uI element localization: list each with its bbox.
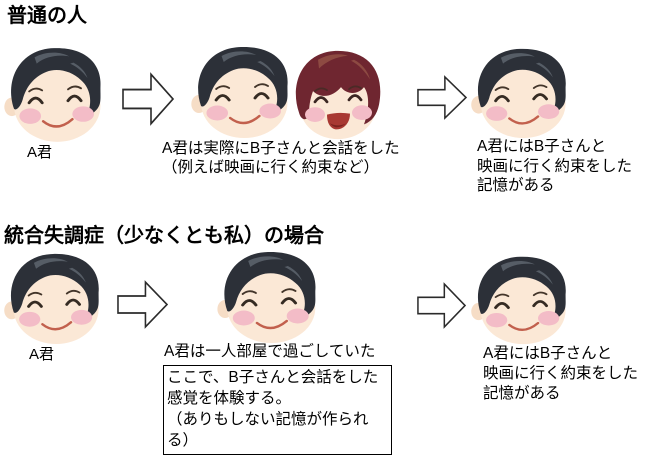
- right-arrow-icon: [417, 282, 466, 329]
- caption-line: A君は実際にB子さんと会話をした: [162, 140, 400, 157]
- right-arrow-icon: [117, 280, 168, 329]
- normal-middle-caption: A君は実際にB子さんと会話をした （例えば映画に行く約束など）: [162, 139, 400, 177]
- schizo-middle-caption: A君は一人部屋で過ごしていた: [164, 342, 375, 361]
- caption-line: A君は一人部屋で過ごしていた: [164, 343, 376, 360]
- note-box: ここで、B子さんと会話をした 感覚を体験する。 （ありもしない記憶が作られ る）: [163, 365, 392, 455]
- person-a-label: A君: [27, 144, 53, 161]
- right-arrow-icon: [417, 75, 467, 120]
- boy-face-icon: [0, 249, 106, 348]
- person-a-label: A君: [29, 346, 55, 363]
- boy-face-icon: [213, 247, 323, 347]
- note-line: ここで、B子さんと会話をした: [167, 369, 379, 386]
- section-heading-normal: 普通の人: [7, 5, 87, 27]
- caption-line: 映画に行く約束をした: [483, 365, 639, 382]
- note-line: （ありもしない記憶が作られ: [167, 411, 369, 428]
- section-heading-schizophrenia: 統合失調症（少なくとも私）の場合: [4, 225, 324, 247]
- boy-face-icon: [0, 43, 108, 146]
- boy-face-icon: [467, 44, 573, 142]
- girl-face-icon: [288, 46, 388, 144]
- schizo-end-caption: A君にはB子さんと 映画に行く約束をした 記憶がある: [483, 344, 638, 404]
- boy-face-icon: [187, 42, 295, 142]
- caption-line: 記憶がある: [483, 385, 561, 402]
- caption-line: A君にはB子さんと: [483, 345, 613, 362]
- right-arrow-icon: [122, 72, 174, 126]
- note-line: る）: [167, 432, 199, 449]
- boy-face-icon: [467, 252, 573, 348]
- caption-line: A君にはB子さんと: [477, 138, 607, 155]
- caption-line: 映画に行く約束をした: [477, 157, 633, 175]
- normal-end-caption: A君にはB子さんと 映画に行く約束をした 記憶がある: [477, 137, 632, 196]
- note-line: 感覚を体験する。: [167, 390, 292, 407]
- caption-line: 記憶がある: [477, 177, 555, 194]
- caption-line: （例えば映画に行く約束など）: [162, 159, 380, 176]
